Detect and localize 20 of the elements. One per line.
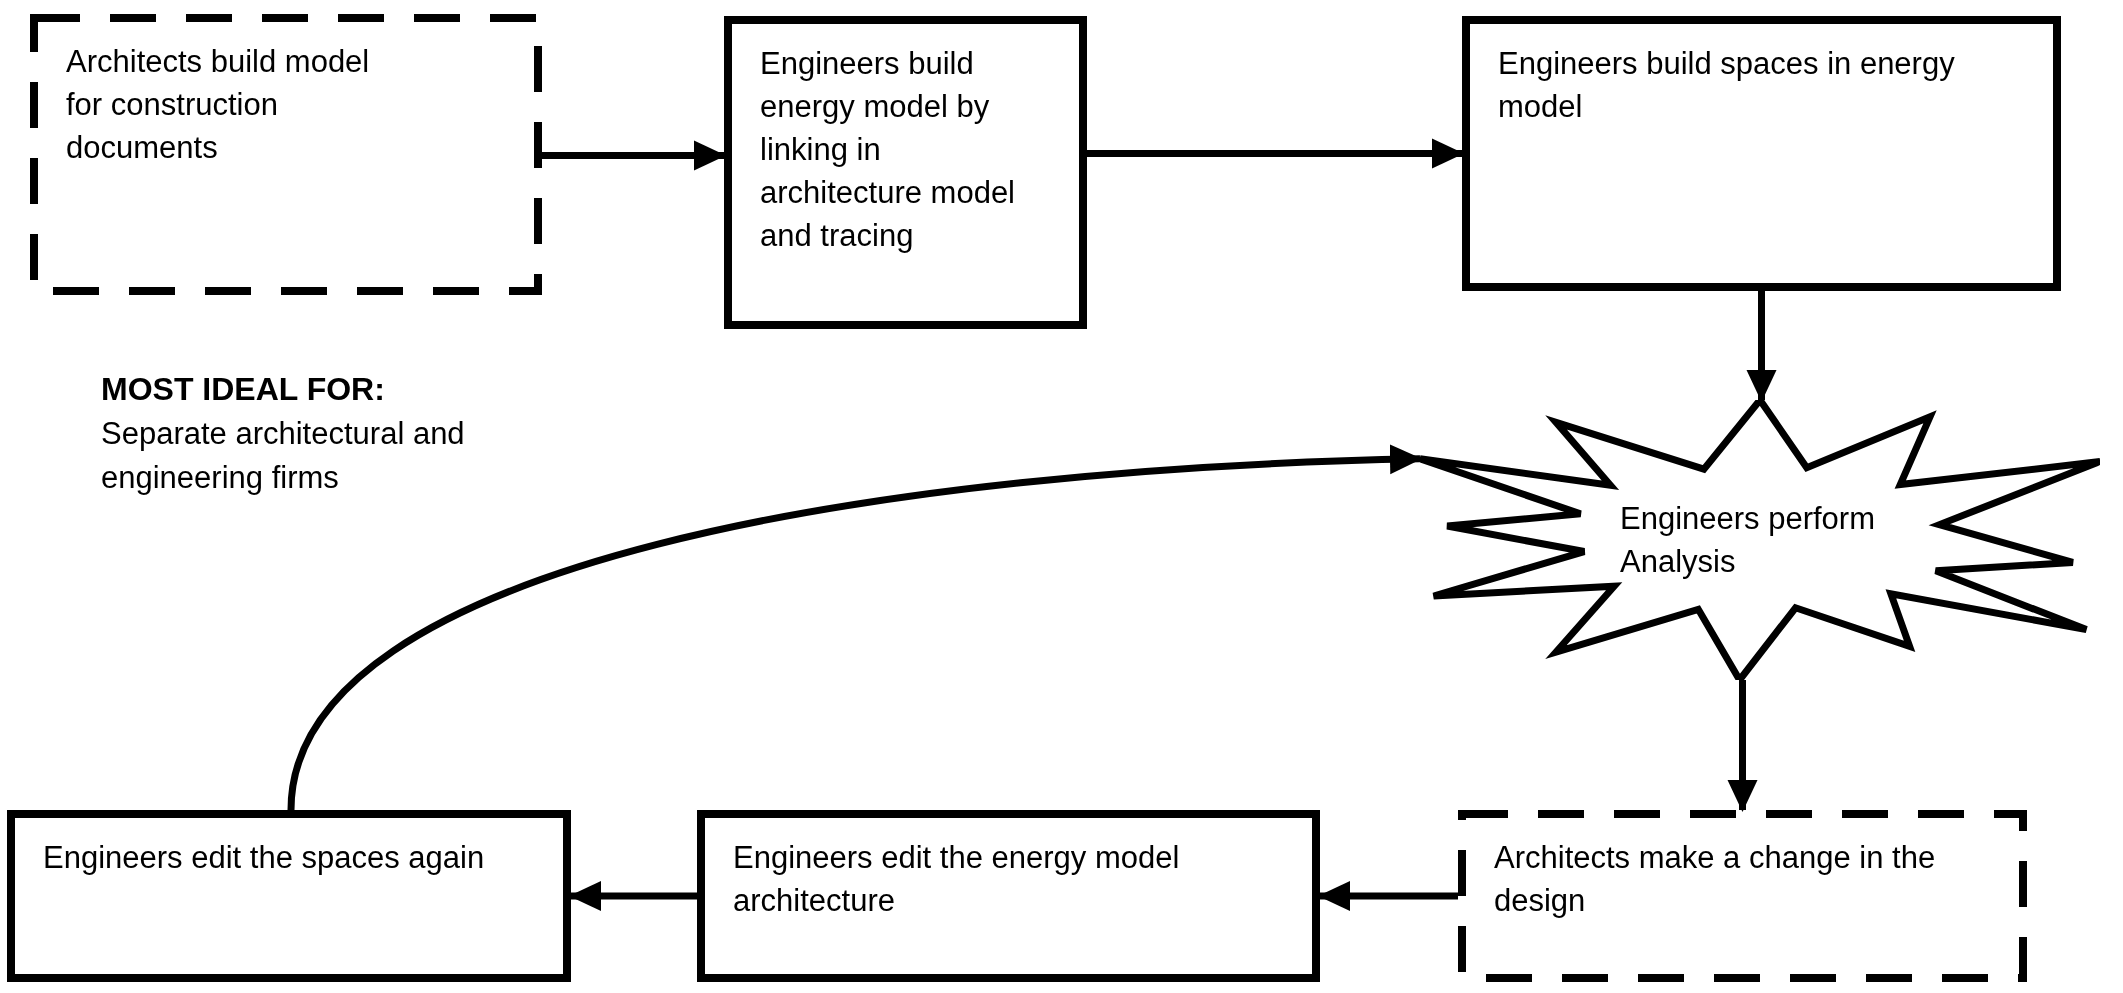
box-text: Engineers perform Analysis bbox=[1620, 500, 1876, 581]
box-text: Engineers edit the spaces again bbox=[43, 839, 486, 877]
heading-label: MOST IDEAL FOR: bbox=[101, 370, 386, 409]
box-text: Engineers build energy model by linking in architecture model and tracing bbox=[760, 45, 1016, 255]
process-box bbox=[1458, 810, 2027, 982]
arrow bbox=[287, 444, 1422, 811]
box-text: Architects build model for construction documents bbox=[66, 43, 371, 167]
process-box bbox=[697, 810, 1320, 982]
box-text: Architects make a change in the design bbox=[1494, 839, 1937, 920]
arrow bbox=[1727, 680, 1758, 812]
box-text: Engineers build spaces in energy model bbox=[1498, 45, 1956, 126]
arrow bbox=[1087, 138, 1464, 169]
process-box bbox=[1462, 16, 2061, 291]
process-box bbox=[7, 810, 571, 982]
box-text: Engineers edit the energy model architecture bbox=[733, 839, 1181, 920]
arrow bbox=[1746, 291, 1777, 402]
process-box bbox=[724, 16, 1087, 329]
starburst bbox=[1420, 400, 2100, 680]
note-text: Separate architectural and engineering firms bbox=[101, 415, 466, 497]
process-box bbox=[30, 14, 542, 295]
